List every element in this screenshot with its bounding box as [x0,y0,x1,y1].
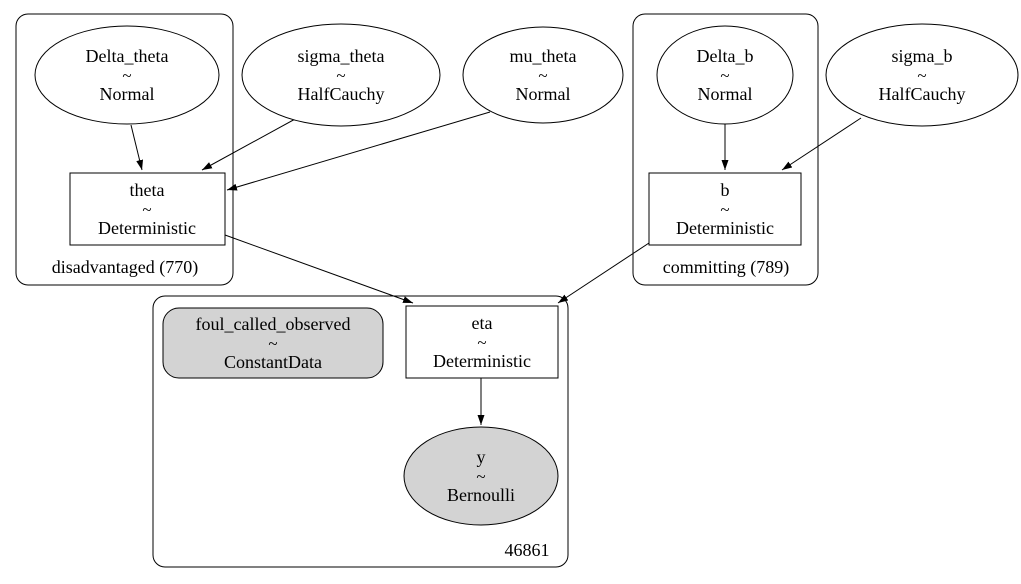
node-theta-tilde: ~ [142,200,151,219]
node-foul-called-observed: foul_called_observed ~ ConstantData [162,307,384,379]
edge-b-to-eta [557,242,650,304]
plate-committing-label: committing (789) [663,257,789,278]
edge-delta-theta-to-theta [130,124,144,171]
node-sigma-b-tilde: ~ [917,66,926,85]
node-y-name: y [477,447,486,467]
node-theta: theta ~ Deterministic [69,172,226,246]
node-theta-shape [69,172,226,246]
plate-observations-label: 46861 [505,540,550,560]
node-delta-theta-tilde: ~ [122,66,131,85]
node-y-tilde: ~ [476,467,485,486]
node-b-shape [648,172,802,246]
node-sigma-theta-tilde: ~ [336,66,345,85]
plate-disadvantaged-label: disadvantaged (770) [52,257,198,278]
node-delta-b: Delta_b ~ Normal [656,25,794,125]
node-eta-distribution: Deterministic [433,351,531,371]
node-sigma-b: sigma_b ~ HalfCauchy [825,23,1019,127]
node-delta-theta-name: Delta_theta [86,46,169,66]
node-eta-name: eta [472,313,493,333]
node-sigma-theta-shape [241,23,441,127]
edge-mu-theta-to-theta [226,111,491,191]
node-b-distribution: Deterministic [676,218,774,238]
node-eta-tilde: ~ [477,333,486,352]
node-delta-b-name: Delta_b [697,46,754,66]
node-b-tilde: ~ [720,200,729,219]
node-y: y ~ Bernoulli [403,426,559,526]
plate-disadvantaged-border [15,13,234,286]
node-sigma-b-shape [825,23,1019,127]
edge-sigma-b-to-b [781,117,862,171]
node-foul-called-observed-tilde: ~ [268,334,277,353]
node-foul-called-observed-distribution: ConstantData [224,352,322,372]
node-mu-theta-shape [462,26,624,124]
node-sigma-theta-name: sigma_theta [298,46,385,66]
node-mu-theta: mu_theta ~ Normal [462,26,624,124]
node-theta-name: theta [130,180,165,200]
node-y-shape [403,426,559,526]
node-eta-shape [405,305,559,379]
edge-sigma-theta-to-theta [201,117,298,171]
plate-committing: committing (789) [632,13,819,286]
node-mu-theta-name: mu_theta [510,46,577,66]
node-b-name: b [721,180,730,200]
node-theta-distribution: Deterministic [98,218,196,238]
node-mu-theta-distribution: Normal [516,84,571,104]
node-delta-theta-distribution: Normal [100,84,155,104]
plate-observations: 46861 [152,295,569,568]
node-eta: eta ~ Deterministic [405,305,559,379]
node-sigma-theta-distribution: HalfCauchy [298,84,385,104]
node-delta-b-tilde: ~ [720,66,729,85]
node-sigma-theta: sigma_theta ~ HalfCauchy [241,23,441,127]
node-b: b ~ Deterministic [648,172,802,246]
edge-theta-to-eta [224,234,414,304]
node-foul-called-observed-shape [162,307,384,379]
node-delta-theta: Delta_theta ~ Normal [34,25,220,125]
node-mu-theta-tilde: ~ [538,66,547,85]
node-y-distribution: Bernoulli [447,485,515,505]
node-delta-b-shape [656,25,794,125]
node-sigma-b-distribution: HalfCauchy [879,84,966,104]
plate-observations-border [152,295,569,568]
node-delta-b-distribution: Normal [698,84,753,104]
node-foul-called-observed-name: foul_called_observed [196,314,351,334]
plate-committing-border [632,13,819,286]
node-delta-theta-shape [34,25,220,125]
plate-disadvantaged: disadvantaged (770) [15,13,234,286]
node-sigma-b-name: sigma_b [892,46,953,66]
